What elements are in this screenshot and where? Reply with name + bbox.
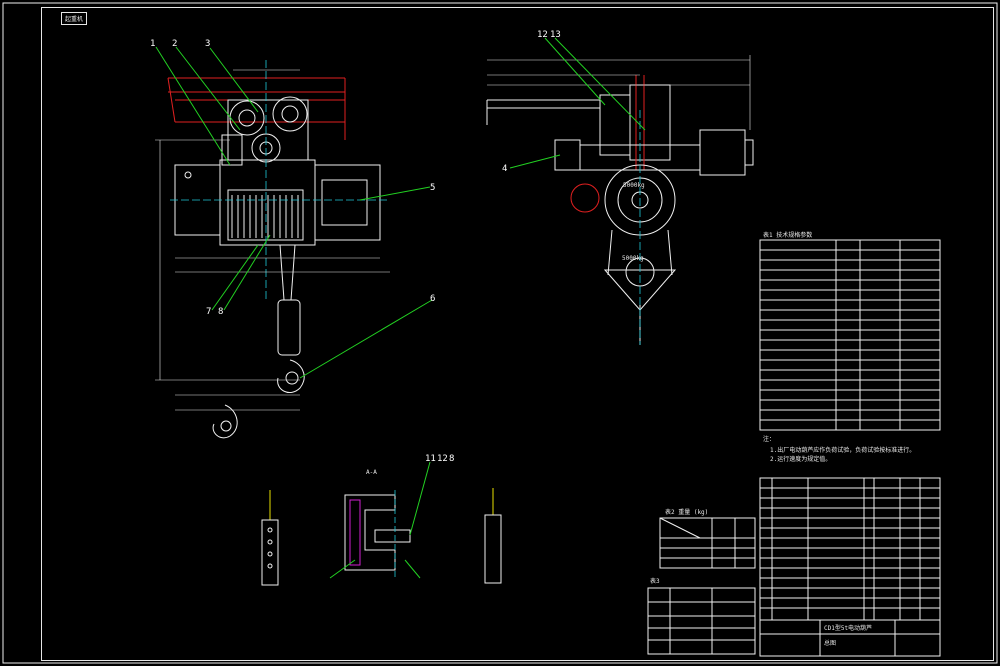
parts-list-table: CD1型5t电动葫芦 总图 — [759, 477, 941, 657]
balloon-8: 8 — [218, 307, 223, 317]
load-label-lower: 5000kg — [622, 255, 644, 262]
dimension-table-title: 表3 — [650, 577, 660, 585]
load-label-upper: 5000kg — [623, 182, 645, 189]
balloon-1: 1 — [150, 39, 155, 49]
weight-table: 表2 重量 (kg) — [659, 508, 756, 569]
corner-tag: 起重机 — [61, 12, 88, 25]
balloon-6: 6 — [430, 294, 435, 304]
balloon-8b: 8 — [449, 454, 454, 464]
dimension-table: 表3 — [647, 577, 756, 655]
balloon-7: 7 — [206, 307, 211, 317]
balloon-11: 11 — [425, 454, 436, 464]
balloon-12b: 12 — [437, 454, 448, 464]
balloon-12: 12 — [537, 30, 548, 40]
section-label: A-A — [366, 469, 377, 476]
balloon-5: 5 — [430, 183, 435, 193]
front-view: 1 2 3 5 6 7 8 — [150, 39, 435, 439]
side-view: 5000kg 5000kg 12 13 4 — [486, 30, 754, 345]
note-2: 2.运行速度为规定值。 — [770, 455, 831, 463]
balloon-3: 3 — [205, 39, 210, 49]
balloon-4: 4 — [502, 164, 507, 174]
detail-views: A-A 11 12 8 — [261, 454, 502, 586]
balloon-13: 13 — [550, 30, 561, 40]
tech-params-table: 表1 技术规格参数 注： 1.出厂电动葫芦应作负荷试验，负荷试验按标准进行。 2… — [759, 231, 941, 463]
tech-params-title: 表1 技术规格参数 — [763, 231, 812, 239]
notes-title: 注： — [763, 435, 775, 443]
balloon-2: 2 — [172, 39, 177, 49]
weight-title: 表2 重量 (kg) — [665, 508, 708, 516]
note-1: 1.出厂电动葫芦应作负荷试验，负荷试验按标准进行。 — [770, 446, 915, 454]
title-block-name: CD1型5t电动葫芦 — [824, 624, 872, 632]
title-block-sub: 总图 — [824, 639, 836, 647]
drawing-outer-frame — [41, 7, 994, 661]
